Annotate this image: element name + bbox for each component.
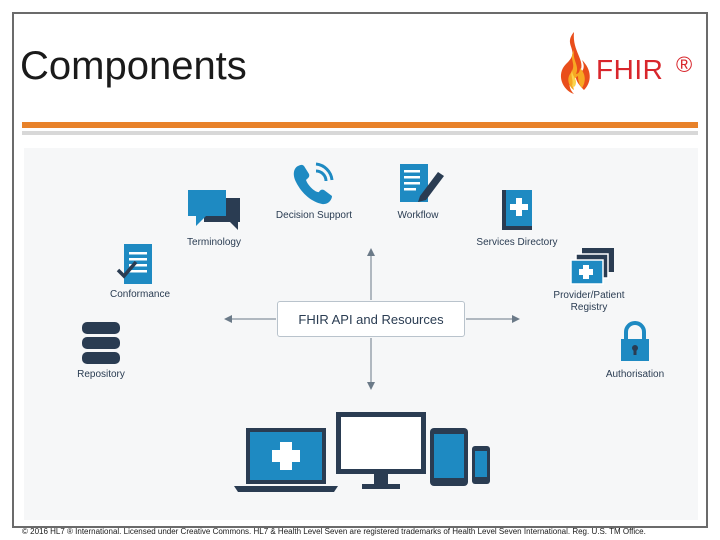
- phone-device-icon: [472, 446, 490, 484]
- laptop-icon: [234, 428, 338, 492]
- checklist-icon: [116, 244, 152, 284]
- title-rule-grey: [22, 131, 698, 135]
- registry-cards-icon: [570, 248, 614, 285]
- workflow-label: Workflow: [397, 210, 439, 221]
- fhir-logo: FHIR ®: [552, 30, 702, 96]
- monitor-icon: [336, 412, 426, 489]
- provider-registry-label: Provider/Patient Registry: [553, 290, 624, 313]
- phone-icon: [293, 162, 334, 205]
- devices-icon: [234, 412, 490, 492]
- book-icon: [502, 190, 532, 230]
- database-icon: [82, 322, 120, 364]
- services-directory-label: Services Directory: [476, 237, 558, 248]
- decision-support-label: Decision Support: [275, 210, 353, 221]
- provider-registry-label-line2: Registry: [570, 302, 608, 313]
- flame-icon: [560, 32, 590, 94]
- chat-icon: [188, 190, 240, 230]
- registered-mark: ®: [676, 52, 693, 77]
- repository-label: Repository: [77, 369, 125, 380]
- document-edit-icon: [400, 164, 444, 202]
- conformance-label: Conformance: [109, 289, 171, 300]
- fhir-api-resources-box: FHIR API and Resources: [277, 301, 465, 337]
- slide-title: Components: [20, 44, 247, 88]
- copyright-footer: © 2016 HL7 ® International. Licensed und…: [22, 527, 646, 536]
- lock-icon: [621, 321, 649, 361]
- provider-registry-label-line1: Provider/Patient: [553, 290, 625, 301]
- logo-text: FHIR: [596, 54, 664, 85]
- authorisation-label: Authorisation: [605, 369, 665, 380]
- tablet-icon: [430, 428, 468, 486]
- title-rule-orange: [22, 122, 698, 128]
- terminology-label: Terminology: [187, 237, 241, 248]
